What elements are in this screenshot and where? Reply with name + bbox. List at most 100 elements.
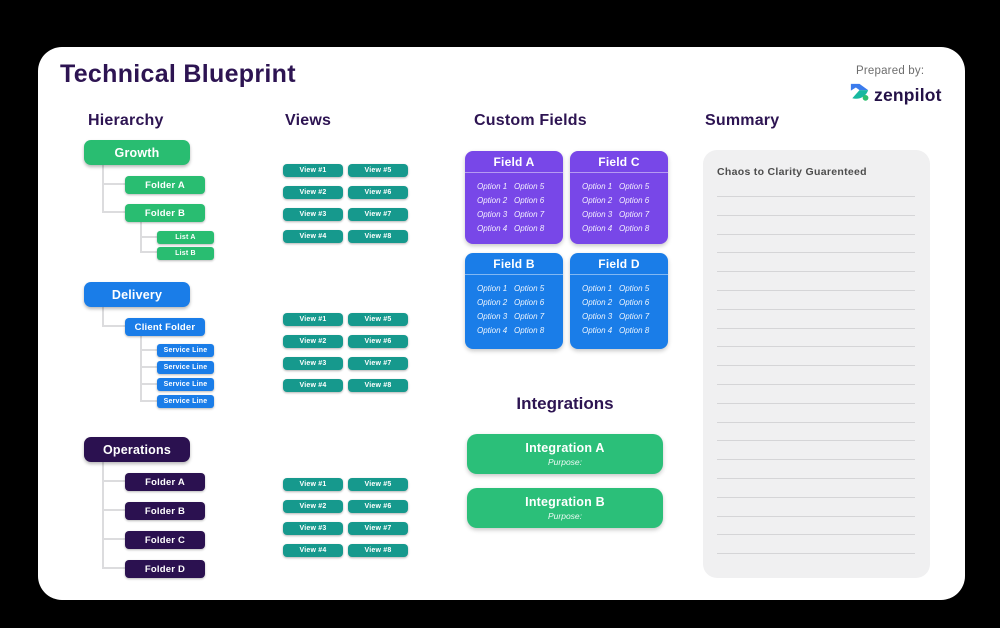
field-option: Option 5 [514,182,545,191]
note-line [717,383,915,385]
note-line [717,196,915,197]
field-option: Option 6 [619,298,650,307]
field-name: Field B [465,253,563,275]
integration-purpose: Purpose: [547,457,583,467]
summary-note-title: Chaos to Clarity Guarenteed [717,166,867,178]
hierarchy-list: List A [157,231,214,244]
field-option: Option 6 [514,298,545,307]
field-option: Option 4 [477,326,508,335]
hierarchy-root-delivery: Delivery [84,282,190,307]
note-line [717,252,915,254]
field-option: Option 1 [582,284,613,293]
field-option: Option 3 [477,210,508,219]
field-option: Option 2 [582,298,613,307]
view-chip: View #8 [348,379,408,392]
field-option: Option 4 [477,224,508,233]
summary-card: Chaos to Clarity Guarenteed [703,150,930,578]
field-option: Option 6 [514,196,545,205]
view-chip: View #6 [348,335,408,348]
field-option: Option 3 [582,312,613,321]
prepared-by-label: Prepared by: [856,65,925,77]
field-option: Option 3 [477,312,508,321]
note-line [717,289,915,291]
hierarchy-folder: Folder B [125,502,205,520]
note-line [717,553,915,555]
hierarchy-list: Service Line [157,361,214,374]
field-option: Option 1 [477,284,508,293]
field-option: Option 7 [514,210,545,219]
note-line [717,233,915,235]
view-chip: View #1 [283,313,343,326]
field-option: Option 7 [619,312,650,321]
hierarchy-folder: Folder D [125,560,205,578]
view-chip: View #7 [348,208,408,221]
custom-fields-heading: Custom Fields [474,112,587,129]
integration-name: Integration B [525,495,605,509]
view-chip: View #5 [348,313,408,326]
field-option: Option 2 [477,298,508,307]
tree-connector [102,165,125,213]
view-chip: View #1 [283,164,343,177]
field-option: Option 7 [619,210,650,219]
field-option: Option 5 [619,182,650,191]
blueprint-canvas: Technical Blueprint Prepared by: zenpilo… [38,47,965,600]
hierarchy-folder: Folder C [125,531,205,549]
view-chip: View #2 [283,500,343,513]
field-option: Option 7 [514,312,545,321]
view-chip: View #7 [348,522,408,535]
hierarchy-list: Service Line [157,395,214,408]
note-line [717,459,915,461]
tree-connector [102,307,125,327]
field-option: Option 4 [582,326,613,335]
field-card-d: Field D Option 1 Option 2 Option 3 Option 4… [570,253,668,349]
tree-connector [140,222,157,253]
prepared-by-block: Prepared by: zenpilot [848,65,958,109]
integration-card-a: Integration A Purpose: [467,434,663,474]
field-option: Option 2 [477,196,508,205]
view-chip: View #7 [348,357,408,370]
field-option: Option 8 [619,224,650,233]
hierarchy-folder: Folder A [125,473,205,491]
hierarchy-heading: Hierarchy [88,112,164,129]
field-name: Field D [570,253,668,275]
field-name: Field C [570,151,668,173]
summary-heading: Summary [705,112,780,129]
zenpilot-logo-icon [848,81,871,109]
note-line [717,496,915,498]
page-title: Technical Blueprint [60,60,296,88]
note-line [717,477,915,479]
note-line [717,440,915,442]
note-line [717,214,915,216]
tree-connector [140,336,157,402]
note-line [717,308,915,310]
view-chip: View #3 [283,357,343,370]
summary-note-lines [717,196,915,572]
field-option: Option 8 [514,326,545,335]
view-chip: View #8 [348,230,408,243]
view-chip: View #4 [283,230,343,243]
field-name: Field A [465,151,563,173]
view-chip: View #6 [348,186,408,199]
view-chip: View #4 [283,544,343,557]
hierarchy-folder: Client Folder [125,318,205,336]
field-card-b: Field B Option 1 Option 2 Option 3 Option 4… [465,253,563,349]
view-chip: View #6 [348,500,408,513]
integrations-heading: Integrations [516,394,614,413]
field-option: Option 3 [582,210,613,219]
view-chip: View #3 [283,208,343,221]
hierarchy-root-operations: Operations [84,437,190,462]
integration-purpose: Purpose: [547,511,583,521]
view-chip: View #2 [283,186,343,199]
note-line [717,402,915,404]
integration-card-b: Integration B Purpose: [467,488,663,528]
field-option: Option 6 [619,196,650,205]
field-option: Option 1 [582,182,613,191]
hierarchy-list: List B [157,247,214,260]
hierarchy-list: Service Line [157,378,214,391]
field-option: Option 8 [619,326,650,335]
